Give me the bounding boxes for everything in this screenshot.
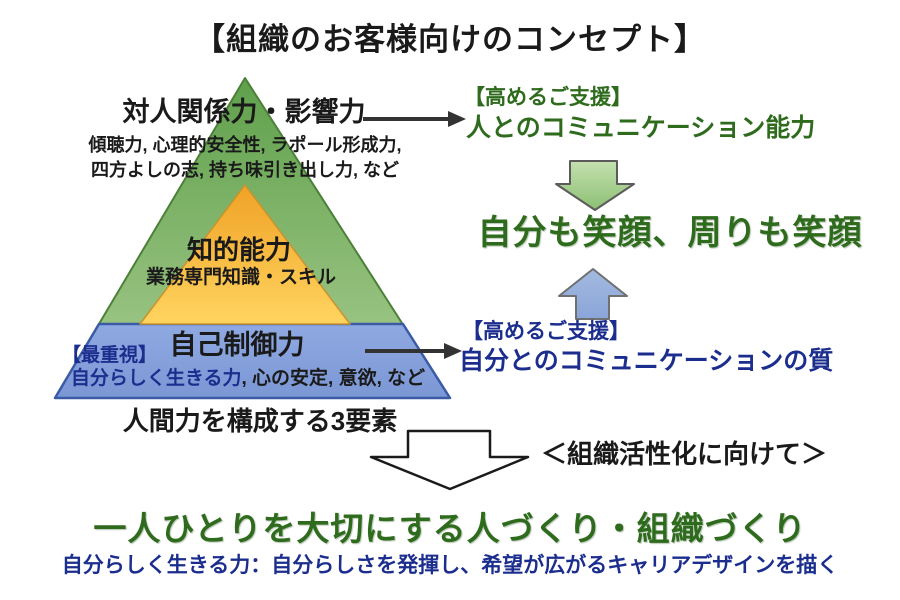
interpersonal-skill-detail-line1: 傾聴力, 心理的安全性, ラポール形成力,: [88, 135, 402, 155]
self-control-detail-rest: , 心の安定, 意欲, など: [241, 368, 426, 389]
support-text-top: 人とのコミュニケーション能力: [466, 114, 816, 142]
self-control-label: 自己制御力: [169, 330, 305, 360]
self-control-detail-highlight: 自分らしく生きる力: [70, 368, 242, 389]
interpersonal-skill-detail-line2: 四方よしの志, 持ち味引き出し力, など: [90, 160, 399, 180]
outcome-smile-text: 自分も笑顔、周りも笑顔: [477, 214, 863, 252]
support-text-bottom: 自分とのコミュニケーションの質: [459, 347, 834, 375]
up-block-arrow-blue-icon: [558, 268, 628, 320]
pyramid-orange-layer: [139, 184, 351, 325]
down-block-arrow-white-icon: [369, 429, 530, 491]
arrow-bottom-right: [365, 343, 462, 359]
intellectual-ability-detail: 業務専門知識・スキル: [145, 267, 336, 288]
support-heading-bottom: 【高めるご支援】: [462, 320, 630, 343]
intellectual-ability-label: 知的能力: [186, 235, 291, 265]
page-title: 【組織のお客様向けのコンセプト】: [194, 22, 706, 57]
down-block-arrow-green-icon: [555, 160, 635, 211]
organization-activation-note: ＜組織活性化に向けて＞: [541, 439, 828, 469]
arrow-top-right: [363, 111, 466, 127]
three-elements-caption: 人間力を構成する3要素: [122, 406, 398, 436]
footer-headline: 一人ひとりを大切にする人づくり・組織づくり: [93, 510, 807, 547]
most-important-tag: 【最重視】: [62, 345, 158, 366]
footer-subline: 自分らしく生きる力：自分らしさを発揮し、希望が広がるキャリアデザインを描く: [61, 554, 839, 577]
support-heading-top: 【高めるご支援】: [464, 86, 632, 109]
interpersonal-skill-label: 対人関係力・影響力: [122, 97, 366, 127]
self-control-detail: 自分らしく生きる力, 心の安定, 意欲, など: [48, 368, 448, 390]
